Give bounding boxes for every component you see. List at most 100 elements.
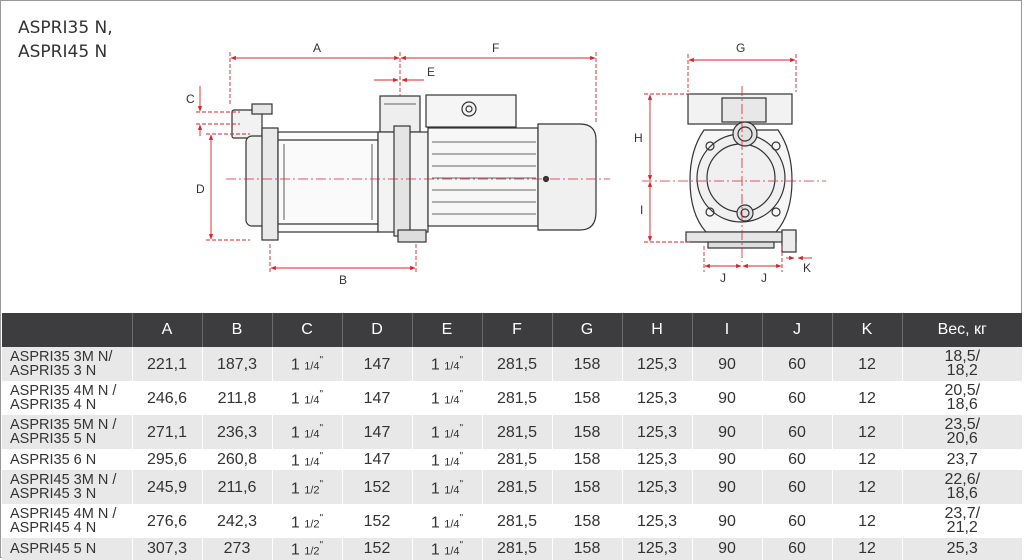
header-col-a: A — [132, 313, 203, 347]
cell-a: 295,6 — [132, 449, 203, 471]
size-fraction: 1/2 — [304, 483, 320, 496]
cell-c: 1 1/4" — [272, 449, 343, 471]
cell-line: 20,5/ — [944, 382, 981, 399]
size-whole: 1 — [290, 513, 305, 531]
cell-k: 12 — [832, 415, 903, 449]
size-whole: 1 — [290, 452, 305, 470]
cell-line: 22,6/ — [944, 471, 981, 489]
size-fraction: 1/4 — [444, 483, 460, 496]
cell-line: 20,6 — [946, 430, 978, 447]
cell-h: 125,3 — [622, 449, 693, 471]
inch-mark: " — [319, 451, 324, 462]
size-fraction: 1/4 — [304, 360, 320, 373]
side-view-dimensions — [196, 52, 597, 272]
front-view-dimensions — [644, 54, 812, 272]
cell-j: 60 — [762, 504, 833, 539]
cell-line: 23,5/ — [944, 416, 981, 433]
dim-label-e: E — [427, 65, 435, 79]
cell-line: 18,6 — [946, 396, 978, 413]
cell-weight: 23,7 — [902, 449, 1022, 471]
dim-label-g: G — [736, 41, 745, 55]
size-whole: 1 — [290, 356, 305, 374]
header-col-f: F — [482, 313, 553, 347]
size-whole: 1 — [430, 541, 445, 559]
cell-b: 187,3 — [202, 347, 273, 381]
header-col-e: E — [412, 313, 483, 347]
inch-mark: " — [459, 423, 464, 435]
cell-f: 281,5 — [482, 449, 553, 471]
cell-i: 90 — [692, 449, 763, 471]
cell-h: 125,3 — [622, 470, 693, 505]
cell-line: ASPRI35 3M N/ — [10, 349, 113, 365]
size-fraction: 1/4 — [304, 394, 320, 407]
inch-mark: " — [459, 389, 464, 401]
cell-line: ASPRI45 4M N / — [10, 506, 117, 523]
cell-d: 147 — [342, 347, 413, 381]
cell-c: 1 1/4" — [272, 415, 343, 449]
title-line-2: ASPRI45 N — [18, 42, 108, 62]
cell-d: 152 — [342, 470, 413, 505]
cell-i: 90 — [692, 381, 763, 415]
cell-weight: 25,3 — [902, 538, 1022, 560]
cell-a: 307,3 — [132, 538, 203, 560]
cell-d: 152 — [342, 538, 413, 560]
cell-k: 12 — [832, 449, 903, 471]
dim-label-h: H — [634, 131, 643, 145]
cell-e: 1 1/4" — [412, 470, 483, 505]
cell-model: ASPRI35 6 N — [2, 449, 133, 471]
cell-model: ASPRI45 3M N /ASPRI45 3 N — [2, 470, 133, 505]
inch-mark: " — [319, 540, 324, 552]
cell-model: ASPRI35 3M N/ASPRI35 3 N — [2, 347, 133, 381]
cell-line: 25,3 — [946, 539, 978, 557]
size-fraction: 1/4 — [304, 428, 320, 441]
inch-mark: " — [459, 451, 464, 462]
cell-line: 18,6 — [946, 485, 978, 503]
cell-line: ASPRI45 3 N — [10, 486, 97, 503]
cell-weight: 23,5/20,6 — [902, 415, 1022, 449]
cell-line: 18,2 — [946, 362, 978, 379]
cell-j: 60 — [762, 347, 833, 381]
cell-line: ASPRI35 4M N / — [10, 383, 117, 399]
cell-j: 60 — [762, 538, 833, 560]
inch-mark: " — [459, 478, 464, 490]
cell-j: 60 — [762, 470, 833, 505]
cell-a: 245,9 — [132, 470, 203, 505]
size-fraction: 1/4 — [444, 517, 460, 530]
size-whole: 1 — [290, 479, 305, 497]
cell-j: 60 — [762, 449, 833, 471]
cell-f: 281,5 — [482, 538, 553, 560]
cell-g: 158 — [552, 347, 623, 381]
header-col-h: H — [622, 313, 693, 347]
size-whole: 1 — [430, 356, 445, 374]
inch-mark: " — [319, 478, 324, 490]
title-line-1: ASPRI35 N, — [18, 18, 113, 38]
cell-g: 158 — [552, 449, 623, 471]
header-col-g: G — [552, 313, 623, 347]
cell-d: 152 — [342, 504, 413, 539]
header-col-j: J — [762, 313, 833, 347]
cell-model: ASPRI35 5M N /ASPRI35 5 N — [2, 415, 133, 449]
cell-model: ASPRI35 4M N /ASPRI35 4 N — [2, 381, 133, 415]
size-fraction: 1/4 — [444, 545, 460, 558]
cell-line: 21,2 — [946, 519, 978, 537]
cell-g: 158 — [552, 504, 623, 539]
cell-e: 1 1/4" — [412, 347, 483, 381]
size-whole: 1 — [430, 390, 445, 408]
dim-label-a: A — [313, 41, 321, 55]
inch-mark: " — [319, 423, 324, 435]
cell-a: 246,6 — [132, 381, 203, 415]
cell-c: 1 1/2" — [272, 538, 343, 560]
cell-weight: 23,7/21,2 — [902, 504, 1022, 539]
inch-mark: " — [319, 355, 324, 367]
cell-h: 125,3 — [622, 347, 693, 381]
cell-k: 12 — [832, 538, 903, 560]
cell-f: 281,5 — [482, 504, 553, 539]
cell-h: 125,3 — [622, 381, 693, 415]
cell-i: 90 — [692, 504, 763, 539]
cell-i: 90 — [692, 470, 763, 505]
cell-h: 125,3 — [622, 415, 693, 449]
cell-c: 1 1/4" — [272, 381, 343, 415]
